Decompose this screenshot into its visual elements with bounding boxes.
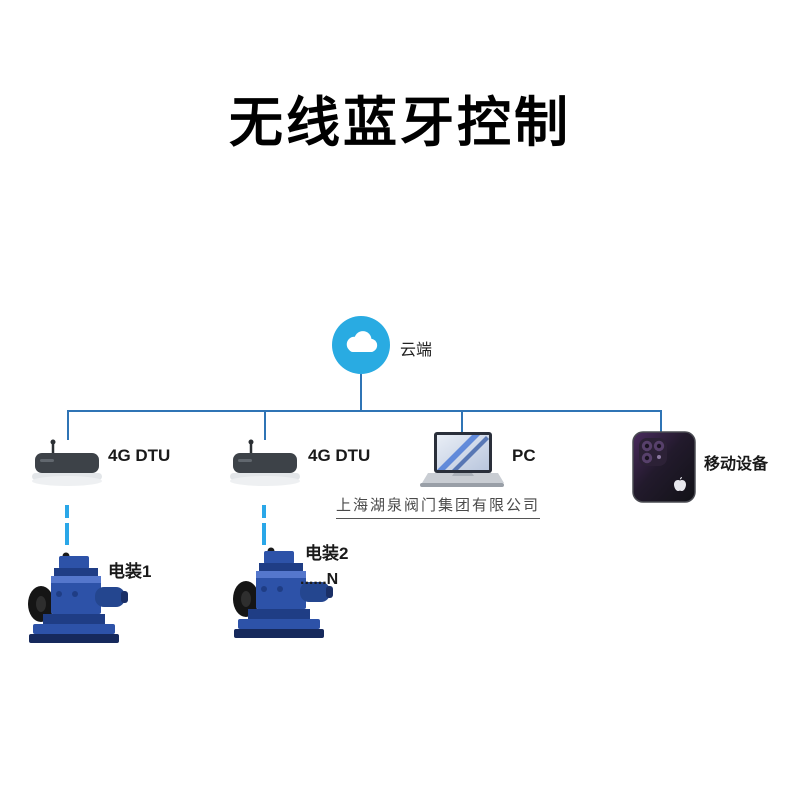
cloud-label: 云端 — [400, 342, 433, 359]
smartphone-icon — [631, 430, 697, 509]
connector-line-dtu1 — [67, 410, 69, 440]
connector-line-mobile — [660, 410, 662, 434]
pc-label: PC — [512, 446, 536, 465]
connector-line-dtu2 — [264, 410, 266, 440]
dtu1-label: 4G DTU — [108, 446, 171, 465]
device2-sublabel: ......N — [300, 571, 339, 588]
actuator-icon-2 — [230, 545, 335, 648]
watermark-text: 上海湖泉阀门集团有限公司 — [336, 494, 541, 519]
actuator-icon-1 — [25, 550, 130, 653]
device2-label: 电装2 — [305, 544, 349, 563]
laptop-icon — [420, 430, 504, 493]
connector-line-cloud — [360, 374, 362, 410]
device1-label: 电装1 — [108, 562, 152, 581]
connector-line-device1-a — [65, 505, 69, 518]
router-icon-2 — [228, 438, 302, 493]
cloud-node — [332, 316, 390, 374]
dtu2-label: 4G DTU — [308, 446, 371, 465]
connector-line-device2-a — [262, 505, 266, 518]
mobile-label: 移动设备 — [704, 456, 769, 473]
connector-line-pc — [461, 410, 463, 432]
page-title: 无线蓝牙控制 — [229, 93, 571, 153]
connector-line-bus — [67, 410, 662, 412]
connector-line-device1-b — [65, 523, 69, 545]
router-icon-1 — [30, 438, 104, 493]
cloud-icon — [342, 329, 380, 361]
connector-line-device2-b — [262, 523, 266, 545]
